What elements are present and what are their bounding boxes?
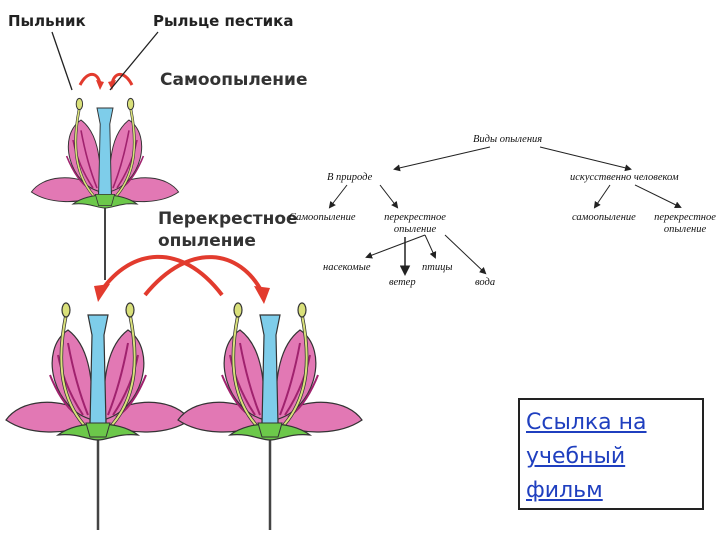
tree-human-self: самоопыление xyxy=(572,212,636,223)
anther-label: Пыльник xyxy=(8,12,86,30)
tree-wind: ветер xyxy=(389,277,416,288)
tree-human-cross-line1: перекрестное xyxy=(654,212,716,223)
tree-nature-self: Самоопыление xyxy=(289,212,356,223)
tree-birds: птицы xyxy=(422,262,453,273)
film-link-box: Ссылка на учебный фильм xyxy=(518,398,704,510)
self-pollination-label: Самоопыление xyxy=(160,70,308,90)
cross-pollination-label-line1: Перекрестное xyxy=(158,209,298,229)
tree-nature-cross-line1: перекрестное xyxy=(384,212,446,223)
cross-pollination-label-line2: опыление xyxy=(158,231,256,251)
tree-in-nature: В природе xyxy=(327,172,373,183)
tree-root: Виды опыления xyxy=(473,134,543,145)
tree-connectors xyxy=(328,146,682,276)
pollination-types-tree: Виды опыления В природе искусственно чел… xyxy=(285,125,720,300)
tree-water: вода xyxy=(475,277,496,288)
stigma-label: Рыльце пестика xyxy=(153,12,294,30)
tree-human-cross-line2: опыление xyxy=(663,224,707,235)
tree-insects: насекомые xyxy=(323,262,371,273)
tree-by-human: искусственно человеком xyxy=(570,172,679,183)
film-link[interactable]: Ссылка на учебный фильм xyxy=(526,410,647,503)
tree-nature-cross-line2: опыление xyxy=(393,224,437,235)
